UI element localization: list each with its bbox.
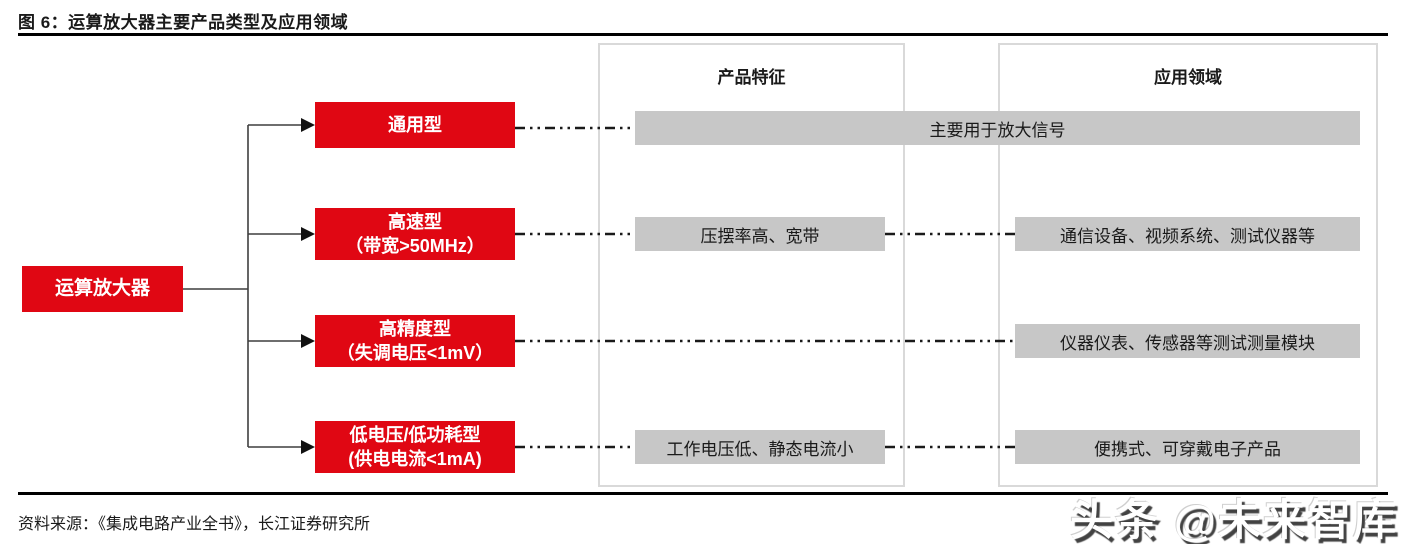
top-divider <box>18 33 1388 36</box>
root-node-opamp: 运算放大器 <box>22 266 183 312</box>
application-bar-low-voltage: 便携式、可穿戴电子产品 <box>1015 430 1360 464</box>
feature-bar-low-voltage: 工作电压低、静态电流小 <box>635 430 885 464</box>
features-column-box: 产品特征 <box>598 43 905 487</box>
application-bar-high-speed: 通信设备、视频系统、测试仪器等 <box>1015 217 1360 251</box>
type-node-high-speed: 高速型 （带宽>50MHz） <box>315 208 515 260</box>
bottom-divider <box>18 492 1388 495</box>
applications-column-header: 应用领域 <box>1154 68 1222 87</box>
features-column-header: 产品特征 <box>717 68 786 87</box>
type-node-general-purpose: 通用型 <box>315 102 515 148</box>
feature-bar-high-speed: 压摆率高、宽带 <box>635 217 885 251</box>
source-note: 资料来源：《集成电路产业全书》，长江证券研究所 <box>18 516 371 533</box>
application-bar-high-precision: 仪器仪表、传感器等测试测量模块 <box>1015 324 1360 358</box>
watermark-toutiao-weilaizhiku: 头条 @未来智库 <box>1070 497 1398 544</box>
type-node-high-precision: 高精度型 （失调电压<1mV） <box>315 315 515 367</box>
applications-column-box: 应用领域 <box>998 43 1378 487</box>
note-bar-general-purpose: 主要用于放大信号 <box>635 111 1360 145</box>
type-node-low-voltage-low-power: 低电压/低功耗型 (供电电流<1mA) <box>315 421 515 473</box>
figure-title: 图 6：运算放大器主要产品类型及应用领域 <box>18 13 349 32</box>
